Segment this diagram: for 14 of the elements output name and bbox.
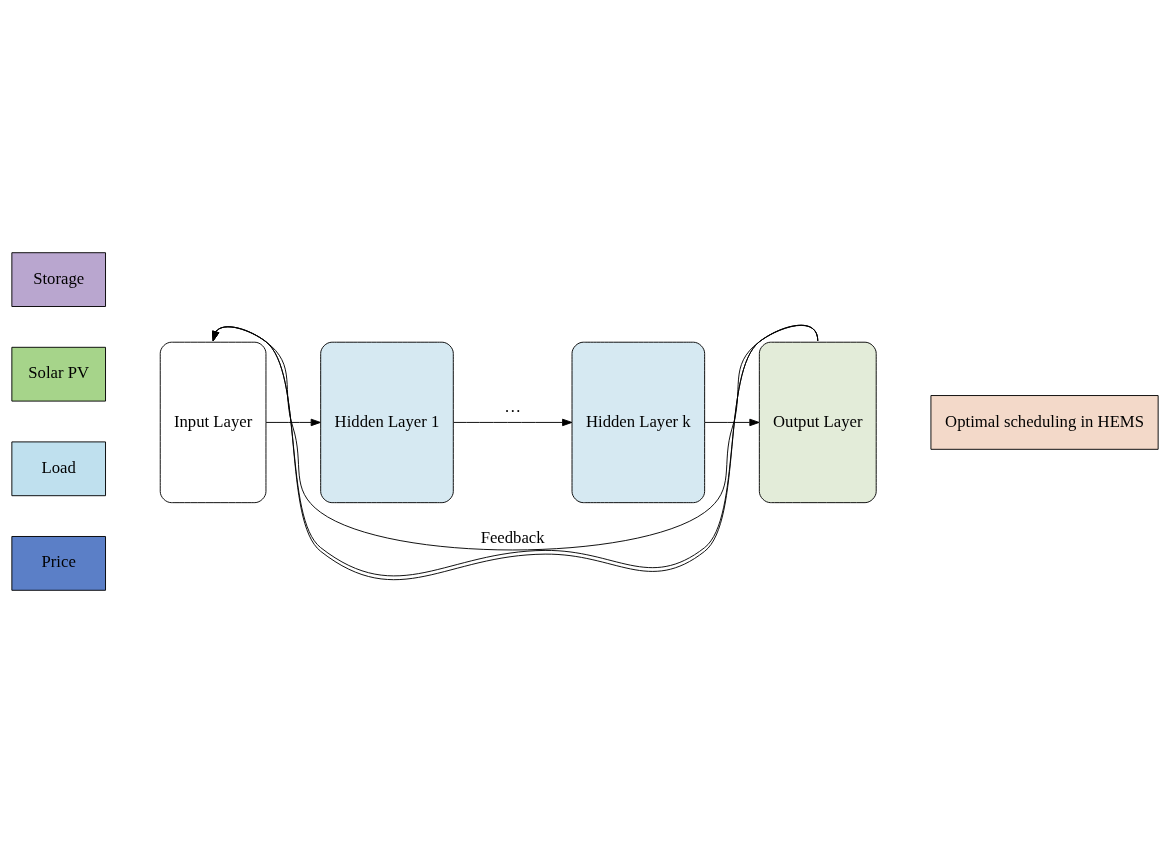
node-box: Hidden Layer 1	[320, 341, 454, 504]
arrow	[704, 418, 760, 427]
node-box: Storage	[11, 252, 106, 307]
edge-label: Feedback	[480, 528, 545, 548]
edge-label: ···	[504, 402, 521, 422]
node-box: Load	[11, 441, 106, 497]
node-box: Hidden Layer k	[571, 341, 706, 504]
node-box: Output Layer	[758, 341, 877, 504]
node-box: Input Layer	[159, 341, 267, 504]
node-box: Solar PV	[11, 346, 106, 402]
arrow	[265, 418, 321, 427]
node-box: Price	[11, 536, 106, 591]
node-box: Optimal scheduling in HEMS	[930, 395, 1159, 450]
arrow	[453, 418, 573, 427]
